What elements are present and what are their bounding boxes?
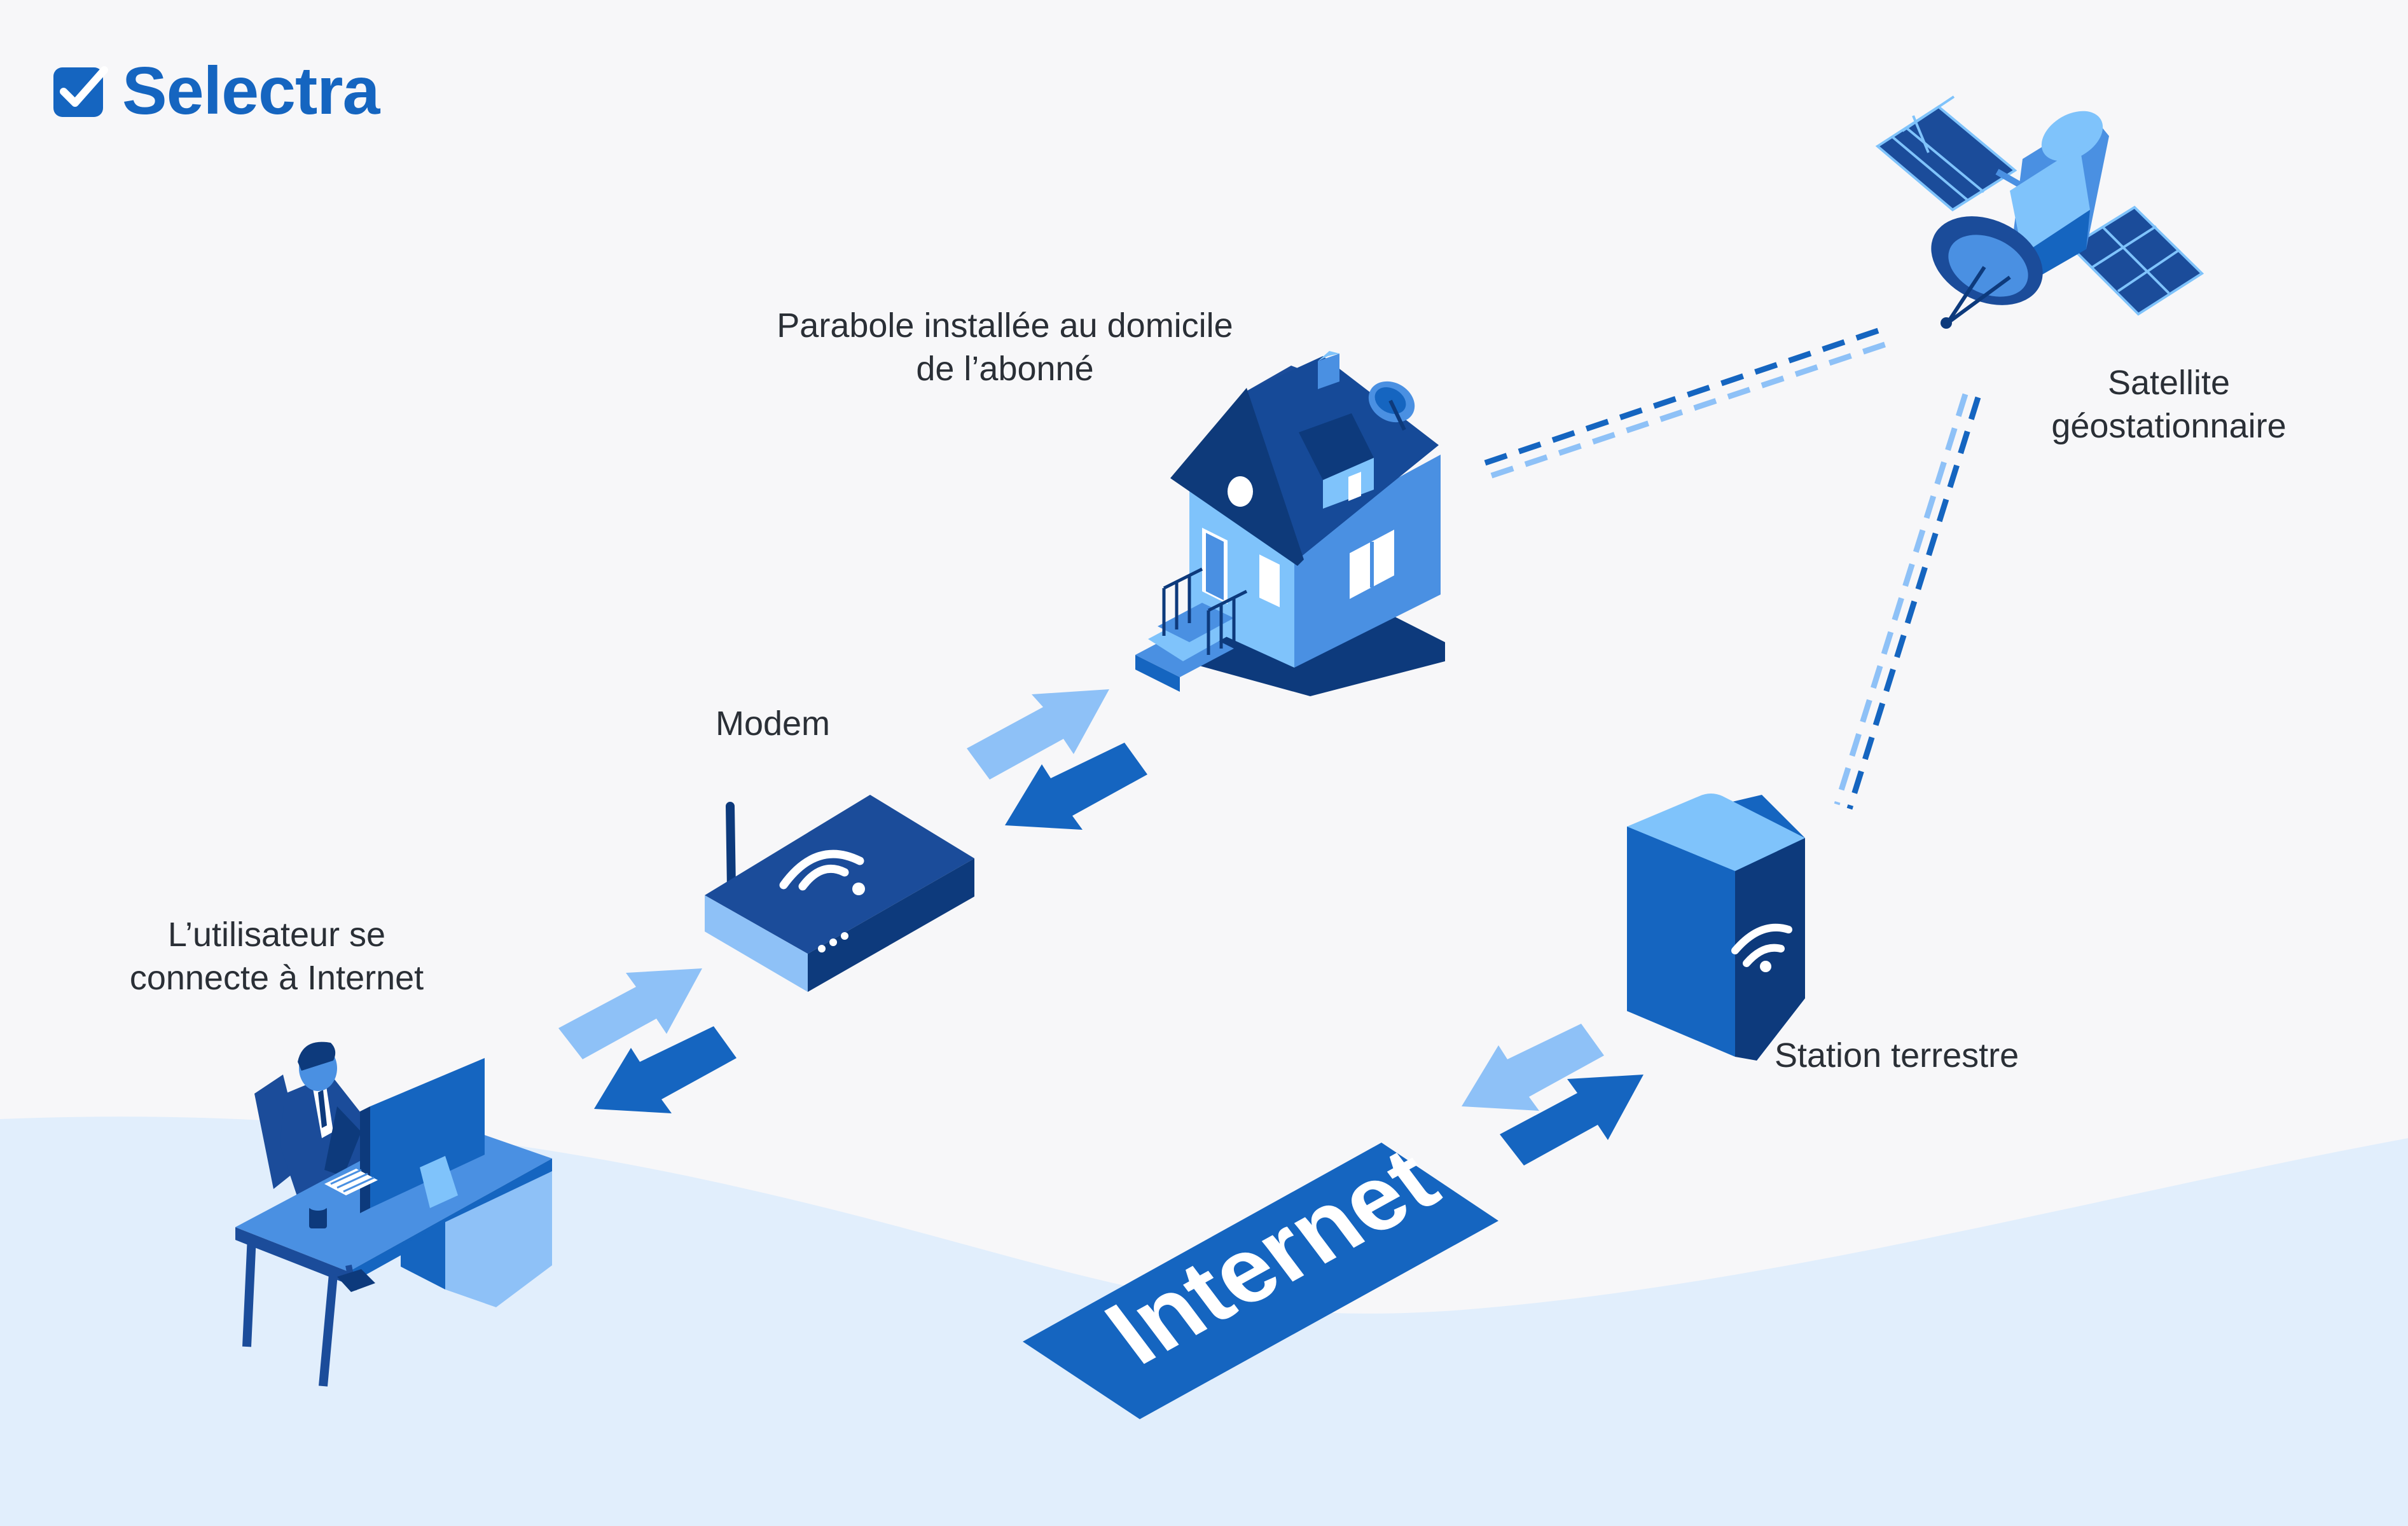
wifi-icon (1731, 923, 1792, 972)
satellite-label: Satellite géostationnaire (2003, 361, 2334, 448)
arrow-modem-to-user (594, 1026, 737, 1113)
brand-name: Selectra (122, 53, 380, 128)
modem-label: Modem (715, 705, 831, 743)
arrow-modem-to-house (967, 689, 1109, 780)
satellite (1875, 95, 2204, 329)
arrow-internet-to-station (1500, 1075, 1643, 1165)
user-label-line-2: connecte à Internet (129, 959, 424, 997)
satellite-label-line-1: Satellite (2107, 364, 2231, 402)
user-label-line-1: L’utilisateur se (167, 916, 386, 954)
wifi-icon (779, 849, 865, 895)
dish-label: Parabole installée au domicile de l’abon… (712, 304, 1297, 390)
user-label: L’utilisateur se connecte à Internet (76, 913, 477, 1000)
checkbox-check-icon (53, 66, 108, 117)
modem (705, 795, 974, 992)
arrow-station-to-internet (1462, 1024, 1604, 1111)
dish-label-line-1: Parabole installée au domicile (777, 306, 1233, 345)
selectra-logo[interactable]: Selectra (53, 53, 380, 128)
house-satellite-link (1484, 326, 1893, 479)
arrow-user-to-modem (558, 968, 702, 1059)
station-label: Station terrestre (1775, 1036, 2019, 1075)
arrow-house-to-modem (1005, 743, 1147, 830)
satellite-label-line-2: géostationnaire (2051, 407, 2287, 445)
ground-station (1627, 794, 1805, 1061)
user-at-desk (235, 1041, 552, 1387)
satellite-dish-icon (1368, 381, 1415, 431)
satellite-station-link (1834, 393, 1981, 810)
dish-label-line-2: de l’abonné (916, 350, 1094, 388)
house (1135, 351, 1445, 696)
